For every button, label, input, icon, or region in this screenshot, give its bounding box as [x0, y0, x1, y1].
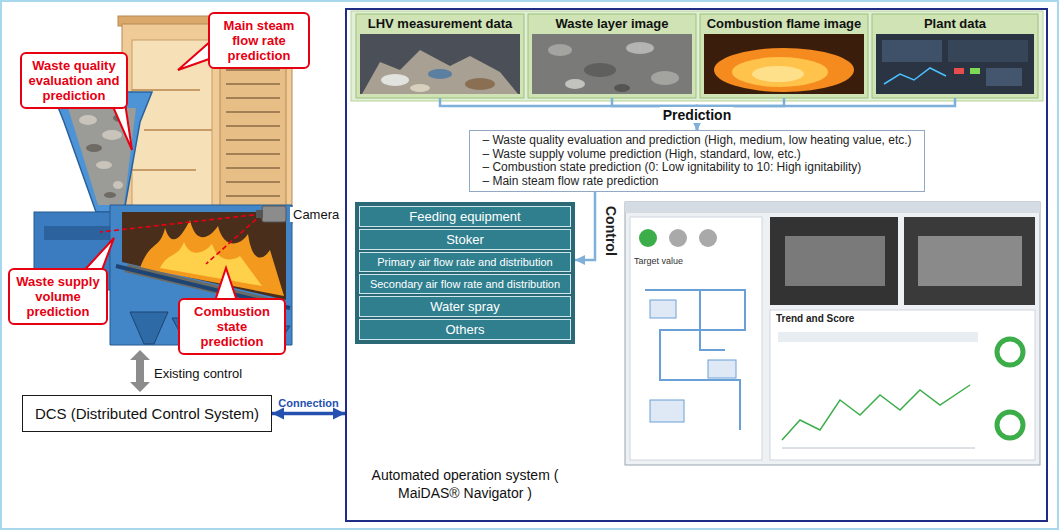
dcs-text: DCS (Distributed Control System) [35, 405, 259, 422]
control-item-text: Water spray [363, 299, 567, 314]
input-tile: LHV measurement data [356, 14, 524, 98]
callout-text: Waste quality evaluation and prediction [27, 58, 121, 103]
connector [697, 98, 955, 130]
callout-box: Waste supply volume prediction [8, 268, 108, 325]
callout-box: Combustion state prediction [178, 298, 286, 355]
control-item: Others [359, 319, 571, 340]
control-item: Feeding equipment [359, 206, 571, 227]
input-band [351, 11, 1043, 101]
connector [440, 98, 697, 130]
tile-caption: Plant data [872, 16, 1038, 32]
control-item: Stoker [359, 229, 571, 250]
lhv-photo [360, 34, 520, 94]
caption-holder: Automated operation system ( MaiDAS® Nav… [365, 466, 565, 502]
callout-text: Waste supply volume prediction [15, 274, 101, 319]
label-holder: Existing control [154, 366, 242, 381]
camera-label: Camera [290, 207, 342, 222]
callout-box: Waste quality evaluation and prediction [20, 52, 128, 109]
screen-title: Trend and Score [776, 313, 854, 324]
dcs-box: DCS (Distributed Control System) [22, 395, 272, 432]
prediction-list: – Waste quality evaluation and predictio… [469, 130, 924, 192]
camera-symbol [262, 206, 286, 222]
edge-label-holder: Connection [278, 397, 339, 409]
control-item-text: Primary air flow rate and distribution [363, 255, 567, 269]
input-tile: Combustion flame image [700, 14, 868, 98]
label-holder: Camera [290, 207, 342, 222]
label-holder: Target value [634, 256, 683, 266]
tile-caption: Waste layer image [528, 16, 696, 32]
input-tile: Waste layer image [528, 14, 696, 98]
control-label: Control [603, 206, 619, 256]
label-holder: Trend and Score [776, 313, 854, 324]
system-panel: Automated operation system ( MaiDAS® Nav… [345, 8, 1048, 522]
system-caption: Automated operation system ( MaiDAS® Nav… [365, 466, 565, 502]
navigator-screenshot [625, 202, 1040, 465]
control-item-text: Stoker [363, 232, 567, 247]
prediction-item: – Waste supply volume prediction (High, … [482, 148, 911, 162]
tile-caption: LHV measurement data [356, 16, 524, 32]
connector [272, 412, 345, 416]
callout-text: Combustion state prediction [185, 304, 279, 349]
flame-photo [704, 34, 864, 94]
control-item-text: Feeding equipment [363, 209, 567, 224]
prediction-item: – Waste quality evaluation and predictio… [482, 134, 911, 148]
screen-text: Target value [634, 256, 683, 266]
control-item-text: Others [363, 322, 567, 337]
connector [575, 192, 595, 260]
tile-caption: Combustion flame image [700, 16, 868, 32]
plant-data-screen [876, 34, 1034, 94]
prediction-label: Prediction [660, 107, 734, 123]
label-holder: Control [603, 206, 619, 256]
prediction-item: – Main steam flow rate prediction [482, 175, 911, 189]
existing-control-arrow [130, 350, 150, 392]
connection-label: Connection [278, 397, 339, 409]
input-tile: Plant data [872, 14, 1038, 98]
existing-control-label: Existing control [154, 366, 242, 381]
control-item: Primary air flow rate and distribution [359, 252, 571, 272]
callout-text: Main steam flow rate prediction [215, 18, 303, 63]
callout-box: Main steam flow rate prediction [208, 12, 310, 69]
control-item: Water spray [359, 296, 571, 317]
control-item-text: Secondary air flow rate and distribution [363, 277, 567, 291]
waste-layer-photo [532, 34, 692, 94]
control-item: Secondary air flow rate and distribution [359, 274, 571, 294]
control-list: Feeding equipmentStokerPrimary air flow … [355, 202, 575, 344]
prediction-item: – Combustion state prediction (0: Low ig… [482, 161, 911, 175]
label-holder: Prediction [660, 107, 734, 123]
